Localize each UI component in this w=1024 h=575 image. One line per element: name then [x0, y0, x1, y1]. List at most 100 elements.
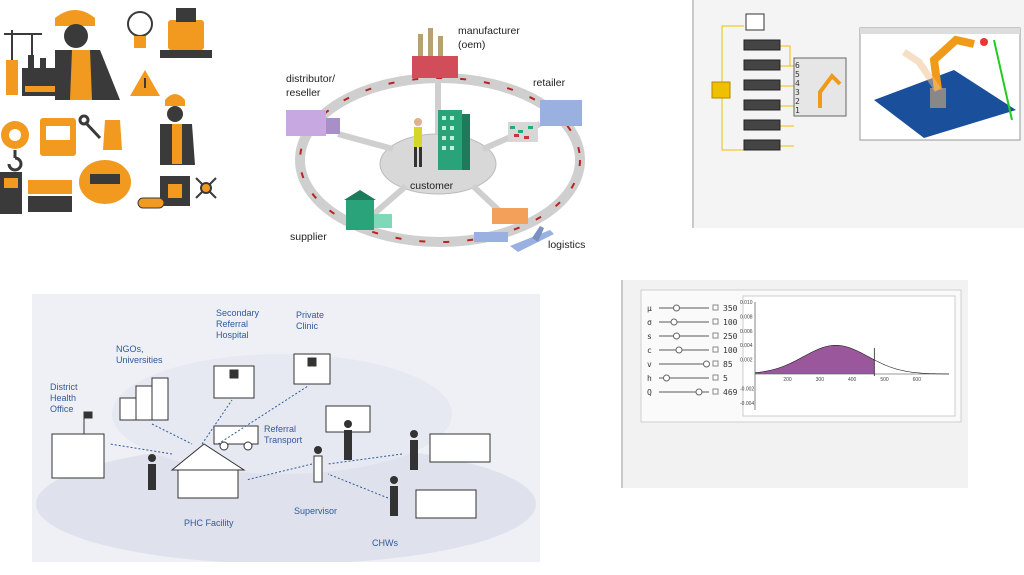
supply-chain-diagram: customer manufacturer (oem) retailer dis… [278, 14, 596, 266]
slider-track[interactable] [659, 307, 709, 309]
district-label-1: District [50, 382, 78, 392]
lightbulb-icon [127, 11, 153, 48]
private-label-1: Private [296, 310, 324, 320]
secondary-hospital-icon [213, 365, 255, 399]
meter-icon [0, 172, 22, 214]
retailer-store-icon [508, 100, 582, 142]
distributor-warehouse-icon [286, 110, 340, 136]
y-tick-label: -0.002 [740, 386, 754, 392]
slider-toggle[interactable] [712, 346, 719, 353]
x-tick-label: 600 [913, 377, 922, 383]
airplane-icon [510, 226, 554, 252]
slider-toggle[interactable] [712, 360, 719, 367]
slider-track[interactable] [659, 363, 709, 365]
gloves-icon [103, 120, 122, 150]
logistics-label: logistics [548, 239, 585, 251]
mini-robot-icon [818, 72, 842, 108]
robot-arm-icon [160, 8, 212, 58]
wrench-icon [78, 114, 102, 140]
density-area [755, 345, 875, 374]
slider-knob[interactable] [675, 346, 683, 354]
slider-label: σ [647, 318, 652, 327]
slider-toggle[interactable] [712, 304, 719, 311]
district-label-3: Office [50, 404, 73, 414]
workers-icon-collage [0, 8, 217, 214]
slider-knob[interactable] [695, 388, 703, 396]
x-tick-label: 500 [880, 377, 889, 383]
welding-mask-icon [79, 160, 131, 204]
svg-text:3: 3 [795, 88, 800, 97]
supervisor-person-icon [313, 446, 323, 483]
crane-icon [4, 30, 42, 95]
slider-toggle[interactable] [712, 318, 719, 325]
slider-track[interactable] [659, 335, 709, 337]
district-office-building-icon [51, 411, 105, 479]
ngo-buildings-icon [119, 377, 169, 421]
logistics-truck-icon [474, 208, 528, 242]
slider-knob[interactable] [663, 374, 670, 382]
slider-value: 250 [723, 332, 738, 341]
slider-label: μ [647, 304, 652, 313]
machine-icon [40, 118, 76, 156]
slider-toggle[interactable] [712, 332, 719, 339]
slider-value: 85 [723, 360, 733, 369]
slider-track[interactable] [659, 349, 709, 351]
slider-value: 100 [723, 346, 738, 355]
svg-text:6: 6 [795, 61, 800, 70]
svg-text:5: 5 [795, 70, 800, 79]
port-numbers: 6 5 4 3 2 1 [795, 61, 800, 115]
slider-knob[interactable] [703, 360, 710, 368]
slider-value: 350 [723, 304, 738, 313]
slider-toggle[interactable] [712, 374, 719, 381]
phc-facility-icon [170, 443, 246, 499]
ngos-label-1: NGOs, [116, 344, 144, 354]
robot-simulation-screenshot: 6 5 4 3 2 1 [692, 0, 1024, 228]
slider-track[interactable] [659, 321, 709, 323]
referral-label-2: Transport [264, 435, 303, 445]
slider-toggle[interactable] [712, 388, 719, 395]
manufacturer-sub-label: (oem) [458, 39, 485, 51]
gear-icon [1, 121, 29, 149]
y-tick-label: 0.006 [740, 329, 753, 335]
axis-blocks [743, 39, 781, 151]
phc-label: PHC Facility [184, 518, 234, 528]
x-tick-label: 400 [848, 377, 857, 383]
x-tick-label: 300 [816, 377, 825, 383]
slider-knob[interactable] [673, 304, 680, 312]
supplier-building-icon [344, 190, 392, 230]
private-label-2: Clinic [296, 321, 319, 331]
supply-chain-svg: customer manufacturer (oem) retailer dis… [286, 25, 585, 252]
y-tick-label: -0.004 [740, 401, 754, 407]
slider-track[interactable] [659, 377, 709, 379]
slider-label: h [647, 374, 652, 383]
control-panel-icon [28, 180, 72, 212]
slider-value: 469 [723, 388, 738, 397]
slider-knob[interactable] [673, 332, 680, 340]
customer-person-icon [414, 118, 422, 167]
distributor-label: distributor/ [286, 73, 335, 85]
input-block-icon [711, 81, 731, 99]
workers-industry-illustration [0, 0, 225, 222]
supervisor-label: Supervisor [294, 506, 337, 516]
warning-icon [130, 70, 160, 96]
secondary-label-2: Referral [216, 319, 248, 329]
ground-ellipse [36, 444, 536, 562]
signal-wires [721, 25, 794, 151]
y-tick-label: 0.002 [740, 358, 753, 364]
x-tick-label: 200 [783, 377, 792, 383]
slider-knob[interactable] [670, 318, 678, 326]
worker-helmet-icon [55, 10, 120, 100]
ngos-label-2: Universities [116, 355, 163, 365]
secondary-label-1: Secondary [216, 308, 260, 318]
hook-icon [7, 150, 23, 172]
slider-label: v [647, 360, 652, 369]
y-tick-label: 0.004 [740, 343, 753, 349]
slider-label: s [647, 332, 652, 341]
manufacturer-factory-icon [412, 28, 458, 78]
chip-icon [160, 176, 190, 206]
slider-track[interactable] [659, 391, 709, 393]
y-tick-label: 0.010 [740, 300, 753, 306]
top-block [745, 13, 765, 31]
